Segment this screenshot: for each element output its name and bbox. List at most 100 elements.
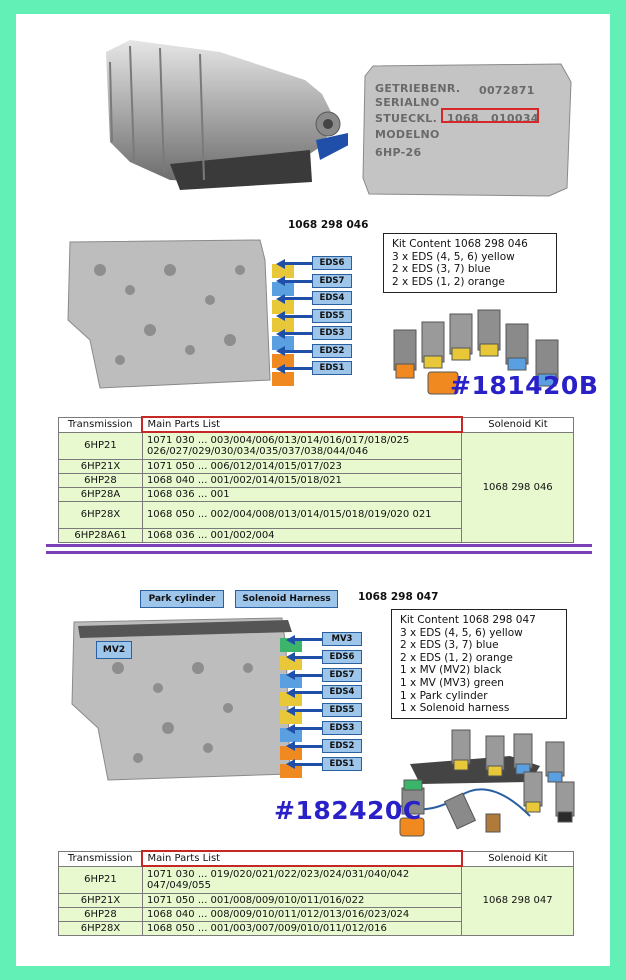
table-cell-parts: 1068 050 ... 001/003/007/009/010/011/012…	[141, 920, 463, 936]
pointer-arrow-line	[294, 691, 322, 695]
nameplate: GETRIEBENR. 0072871 SERIALNO STUECKL. 10…	[361, 62, 573, 198]
pointer-arrow-icon	[286, 705, 295, 716]
solenoid-tag: EDS6	[322, 649, 362, 664]
nameplate-line4: MODELNO	[375, 128, 440, 141]
solenoid-tag: EDS4	[322, 685, 362, 700]
kit2-code: #182420C	[274, 796, 422, 825]
kit2-content-line: 1 x MV (MV3) green	[400, 676, 504, 689]
kit1-content-line: 2 x EDS (3, 7) blue	[392, 263, 491, 276]
kit1-solenoids-photo	[393, 309, 559, 395]
table-cell-transmission: 6HP28	[58, 472, 143, 488]
pointer-arrow-icon	[286, 741, 295, 752]
table-header-transmission: Transmission	[58, 416, 143, 433]
table-cell-parts: 1071 050 ... 001/008/009/010/011/016/022	[141, 892, 463, 908]
table-cell-parts: 1068 036 ... 001	[141, 486, 463, 502]
kit1-parts-table: Transmission Main Parts List Solenoid Ki…	[58, 416, 574, 543]
solenoid-tag: EDS6	[312, 256, 352, 270]
table-cell-parts: 1068 040 ... 008/009/010/011/012/013/016…	[141, 906, 463, 922]
nameplate-serial: 0072871	[479, 84, 535, 97]
section-divider	[46, 551, 592, 554]
table-cell-transmission: 6HP28X	[58, 920, 143, 936]
pointer-arrow-line	[294, 727, 322, 730]
nameplate-line2: SERIALNO	[375, 96, 440, 109]
pointer-arrow-icon	[286, 634, 295, 645]
kit2-content-line: 3 x EDS (4, 5, 6) yellow	[400, 626, 523, 639]
table-cell-parts: 1071 050 ... 006/012/014/015/017/023	[141, 458, 463, 474]
pointer-arrow-line	[284, 279, 312, 283]
pointer-arrow-icon	[276, 311, 285, 321]
pointer-arrow-line	[294, 709, 322, 713]
pointer-arrow-line	[294, 655, 322, 659]
solenoid-tag: MV3	[322, 632, 362, 646]
park-cylinder-callout: Park cylinder	[140, 590, 224, 608]
kit2-content-line: 1 x Solenoid harness	[400, 702, 510, 715]
kit2-content-line: 2 x EDS (3, 7) blue	[400, 639, 499, 652]
part-highlight-box	[441, 108, 539, 123]
kit2-content-line: 1 x Park cylinder	[400, 689, 488, 702]
pointer-arrow-line	[294, 673, 322, 677]
solenoid-tag: EDS7	[322, 667, 362, 682]
table-cell-transmission: 6HP28A	[58, 486, 143, 502]
table-cell-transmission: 6HP28A61	[58, 527, 143, 543]
kit1-content-line: 2 x EDS (1, 2) orange	[392, 275, 505, 288]
solenoid-tag: EDS2	[322, 738, 362, 753]
table-cell-transmission: 6HP21X	[58, 458, 143, 474]
pointer-arrow-icon	[286, 723, 295, 734]
kit2-content-line: 1 x MV (MV2) black	[400, 664, 502, 677]
kit1-code: #181420B	[450, 371, 599, 400]
solenoid-tag: EDS4	[312, 291, 352, 305]
table-header-kit: Solenoid Kit	[461, 850, 574, 867]
pointer-arrow-line	[294, 638, 322, 641]
solenoid-tag: EDS3	[322, 721, 362, 735]
kit2-solenoids-photo	[399, 729, 575, 837]
table-cell-transmission: 6HP21	[58, 431, 143, 460]
kit2-content-line: Kit Content 1068 298 047	[400, 614, 536, 626]
solenoid-tag: EDS3	[312, 326, 352, 340]
mv2-callout: MV2	[96, 641, 132, 659]
table-cell-kit: 1068 298 047	[461, 865, 574, 936]
pointer-arrow-icon	[286, 670, 295, 681]
pointer-arrow-icon	[286, 759, 295, 770]
nameplate-model: 6HP-26	[375, 146, 422, 159]
table-header-parts: Main Parts List	[141, 850, 463, 867]
pointer-arrow-icon	[286, 687, 295, 698]
pointer-arrow-line	[284, 297, 312, 300]
table-cell-parts: 1071 030 ... 019/020/021/022/023/024/031…	[141, 865, 463, 894]
pointer-arrow-line	[284, 332, 312, 335]
catalog-sheet: GETRIEBENR. 0072871 SERIALNO STUECKL. 10…	[16, 14, 610, 966]
solenoid-tag: EDS1	[312, 361, 352, 375]
solenoid-harness-callout: Solenoid Harness	[235, 590, 338, 608]
pointer-arrow-icon	[276, 293, 285, 304]
transmission-photo	[106, 40, 348, 190]
solenoid-tag: EDS5	[322, 703, 362, 718]
nameplate-line3: STUECKL.	[375, 112, 438, 125]
kit2-parts-table: Transmission Main Parts List Solenoid Ki…	[58, 850, 574, 936]
pointer-arrow-line	[284, 262, 312, 265]
pointer-arrow-line	[284, 349, 312, 353]
solenoid-tag: EDS1	[322, 756, 362, 771]
pointer-arrow-line	[294, 744, 322, 748]
table-cell-kit: 1068 298 046	[461, 431, 574, 543]
solenoid-tag: EDS5	[312, 308, 352, 323]
section-divider	[46, 544, 592, 547]
table-cell-parts: 1068 040 ... 001/002/014/015/018/021	[141, 472, 463, 488]
table-cell-transmission: 6HP21	[58, 865, 143, 894]
pointer-arrow-icon	[276, 258, 285, 269]
kit1-content-line: Kit Content 1068 298 046	[392, 238, 528, 250]
kit2-content-line: 2 x EDS (1, 2) orange	[400, 651, 513, 664]
pointer-arrow-icon	[286, 652, 295, 663]
kit2-part-number: 1068 298 047	[358, 591, 439, 603]
table-cell-transmission: 6HP28X	[58, 500, 143, 529]
solenoid-tag: EDS7	[312, 273, 352, 288]
kit1-content-line: 3 x EDS (4, 5, 6) yellow	[392, 250, 515, 263]
pointer-arrow-line	[284, 367, 312, 370]
nameplate-line1: GETRIEBENR.	[375, 82, 461, 95]
solenoid-tag: EDS2	[312, 343, 352, 358]
table-cell-parts: 1071 030 ... 003/004/006/013/014/016/017…	[141, 431, 463, 460]
kit1-content-box: Kit Content 1068 298 046 3 x EDS (4, 5, …	[383, 233, 557, 293]
table-header-parts: Main Parts List	[141, 416, 463, 433]
table-cell-parts: 1068 050 ... 002/004/008/013/014/015/018…	[141, 500, 463, 529]
kit2-content-box: Kit Content 1068 298 047 3 x EDS (4, 5, …	[391, 609, 567, 719]
pointer-arrow-icon	[276, 346, 285, 356]
